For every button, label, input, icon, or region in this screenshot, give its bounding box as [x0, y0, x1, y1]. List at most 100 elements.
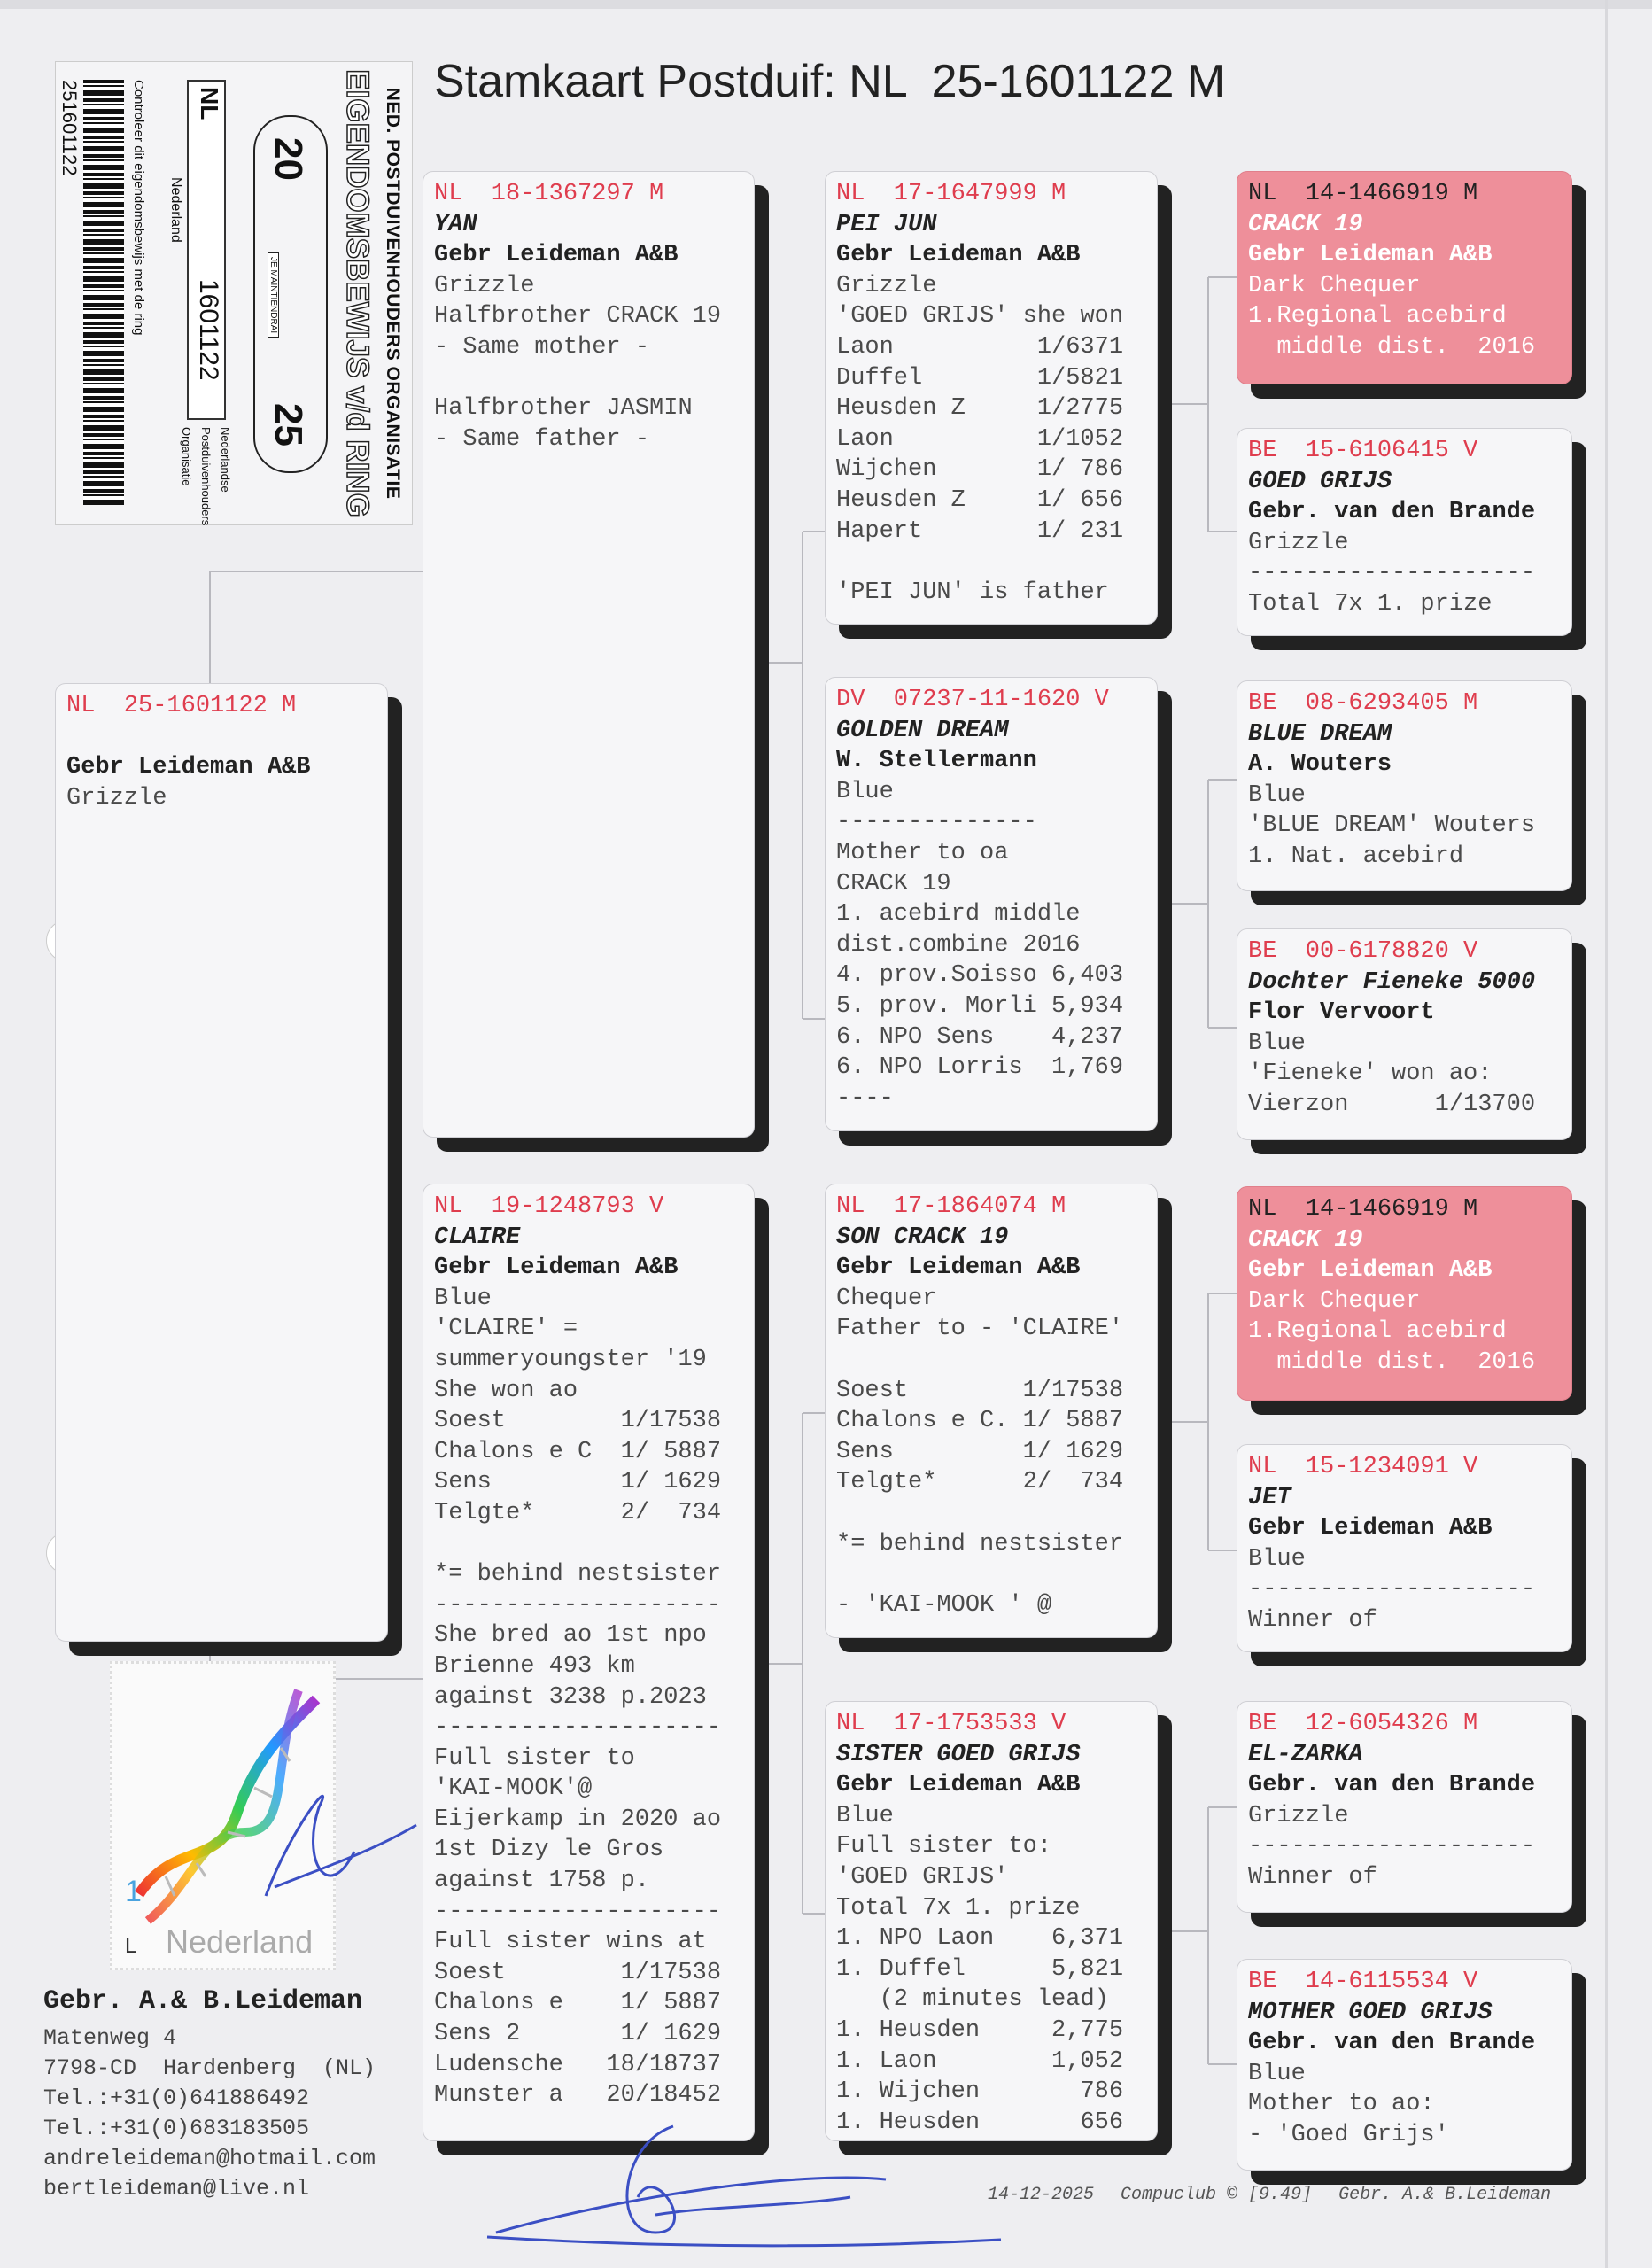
- note-line: --------------------: [434, 1591, 722, 1619]
- sheet-right-edge: [1605, 0, 1608, 2268]
- ring-number: NL 17-1753533 V: [836, 1711, 1066, 1737]
- page-title: Stamkaart Postduif: NL 25-1601122 M: [434, 56, 1226, 107]
- note-line: *= behind nestsister: [836, 1530, 1124, 1557]
- race-name: Soest: [836, 1377, 909, 1404]
- ring-number: NL 15-1234091 V: [1248, 1454, 1478, 1480]
- race-result: 1,769: [1051, 1054, 1124, 1082]
- ring-number: BE 00-6178820 V: [1248, 938, 1478, 965]
- race-result: 1/6371: [1036, 333, 1124, 361]
- race-name: 1. NPO Laon: [836, 1925, 995, 1953]
- ring-number: NL 17-1864074 M: [836, 1193, 1066, 1220]
- ring-number: NL 25-1601122 M: [66, 693, 297, 719]
- note-line: --------------------: [1248, 1833, 1536, 1860]
- ownership-certificate: NED. POSTDUIVENHOUDERS ORGANISATIE EIGEN…: [55, 61, 413, 525]
- note-line: 1.Regional acebird: [1248, 1318, 1507, 1346]
- note-line: - Same mother -: [434, 333, 650, 361]
- email-link[interactable]: andreleideman@hotmail.com: [43, 2146, 376, 2171]
- ring-number: NL 14-1466919 M: [1248, 1196, 1478, 1223]
- stamp-size-mark: L: [125, 1934, 137, 1958]
- note-line: Eijerkamp in 2020 ao: [434, 1806, 722, 1833]
- race-result: 1/ 656: [1036, 486, 1124, 514]
- npo-logo: Nederlandse Postduivenhouders Organisati…: [176, 427, 235, 525]
- pigeon-color: Blue: [1248, 1029, 1306, 1057]
- race-name: Sens 2: [434, 2021, 521, 2048]
- pigeon-name: CLAIRE: [434, 1223, 521, 1251]
- note-line: --------------: [836, 809, 1037, 836]
- note-line: --------------------: [1248, 1576, 1536, 1604]
- ring-number: DV 07237-11-1620 V: [836, 687, 1109, 713]
- race-name: Heusden Z: [836, 486, 966, 514]
- owner-name: A. Wouters: [1248, 751, 1392, 779]
- pigeon-name: CRACK 19: [1248, 211, 1363, 238]
- race-result: 18/18737: [606, 2051, 722, 2078]
- note-line: [836, 547, 1146, 578]
- race-name: Soest: [434, 1959, 507, 1986]
- race-result: 786: [1080, 2078, 1124, 2106]
- dna-helix-icon: [135, 1689, 321, 1924]
- race-result: 6,371: [1051, 1925, 1124, 1953]
- note-line: Full sister to:: [836, 1833, 1052, 1860]
- pigeon-card-ppp[interactable]: NL 14-1466919 M CRACK 19 Gebr Leideman A&B…: [1237, 171, 1572, 384]
- owner-name: Gebr Leideman A&B: [836, 242, 1081, 269]
- owner-name: Gebr Leideman A&B: [836, 1254, 1081, 1282]
- race-name: Duffel: [836, 364, 923, 392]
- owner-name: Gebr Leideman A&B: [1248, 242, 1493, 269]
- race-result: 1/ 786: [1036, 456, 1124, 484]
- ring-number: NL 14-1466919 M: [1248, 181, 1478, 207]
- pigeon-color: Blue: [1248, 2060, 1306, 2087]
- race-name: Hapert: [836, 517, 923, 545]
- note-line: CRACK 19: [836, 870, 951, 897]
- address-line: Matenweg 4: [43, 2025, 177, 2051]
- note-line: against 1758 p.: [434, 1868, 650, 1895]
- certificate-check-text: Controleer dit eigendomsbewijs met de ri…: [131, 80, 146, 336]
- race-name: Chalons e C: [434, 1438, 593, 1465]
- race-result: 1/ 5887: [620, 1438, 722, 1465]
- owner-name: Gebr Leideman A&B: [434, 242, 679, 269]
- pigeon-color: Blue: [836, 1802, 894, 1829]
- race-result: 1/13700: [1434, 1091, 1536, 1118]
- note-line: *= behind nestsister: [434, 1561, 722, 1588]
- race-result: 1/ 1629: [1022, 1438, 1124, 1465]
- note-line: - 'KAI-MOOK ' @: [836, 1591, 1052, 1619]
- certificate-heading: EIGENDOMSBEWIJS v/d RING: [339, 68, 376, 517]
- note-line: [836, 1498, 1146, 1529]
- owner-name: Gebr Leideman A&B: [1248, 1257, 1493, 1285]
- race-result: 656: [1080, 2109, 1124, 2136]
- race-result: 5,934: [1051, 992, 1124, 1020]
- certificate-year-right: 25: [267, 403, 310, 447]
- note-line: Full sister wins at: [434, 1929, 707, 1956]
- pigeon-name: BLUE DREAM: [1248, 720, 1392, 748]
- email-link[interactable]: bertleideman@live.nl: [43, 2176, 310, 2202]
- ring-number: BE 08-6293405 M: [1248, 690, 1478, 717]
- barcode-number: 251601122: [58, 80, 81, 176]
- owner-name: Gebr Leideman A&B: [836, 1772, 1081, 1799]
- owner-name: Gebr. van den Brande: [1248, 1772, 1536, 1799]
- note-line: 1. acebird middle: [836, 901, 1081, 928]
- race-result: 2/ 734: [620, 1499, 722, 1526]
- note-line: 'GOED GRIJS' she won: [836, 303, 1124, 330]
- owner-name: Gebr. van den Brande: [1248, 499, 1536, 526]
